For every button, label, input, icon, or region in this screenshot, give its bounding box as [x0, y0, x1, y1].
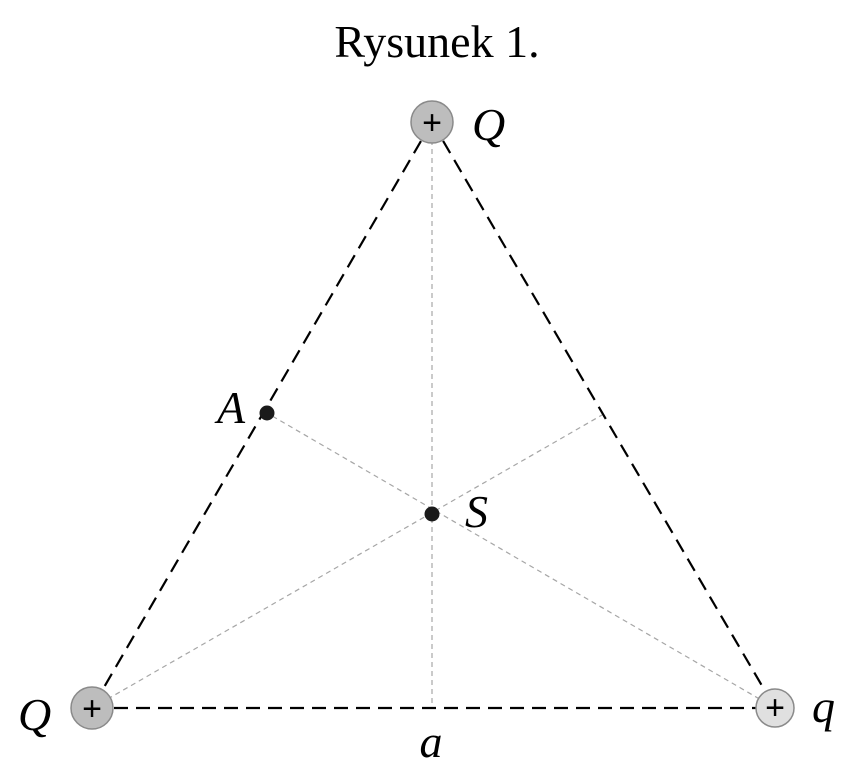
charge-bottom-left-circle — [70, 686, 114, 730]
charge-top: + Q — [410, 99, 505, 150]
point-a — [259, 405, 275, 421]
charge-bottom-left: + Q — [18, 686, 114, 740]
side-length-label: a — [420, 716, 443, 767]
charge-bottom-left-sign: + — [82, 690, 102, 728]
point-a-label: A — [214, 382, 246, 433]
edge-right — [431, 121, 776, 709]
median-from-bottom-left — [91, 414, 603, 709]
charge-bottom-right-sign: + — [765, 689, 785, 727]
centroid-point — [424, 506, 440, 522]
median-from-bottom-right — [266, 412, 776, 709]
charge-bottom-right-circle — [755, 688, 795, 728]
figure-caption: Rysunek 1. — [334, 16, 539, 67]
charge-top-circle — [410, 100, 454, 144]
charge-bottom-left-label: Q — [18, 689, 51, 740]
charge-top-label: Q — [472, 99, 505, 150]
charge-top-sign: + — [422, 104, 442, 142]
charge-bottom-right-label: q — [812, 681, 835, 732]
charge-bottom-right: + q — [755, 681, 835, 732]
centroid-label: S — [465, 486, 488, 537]
